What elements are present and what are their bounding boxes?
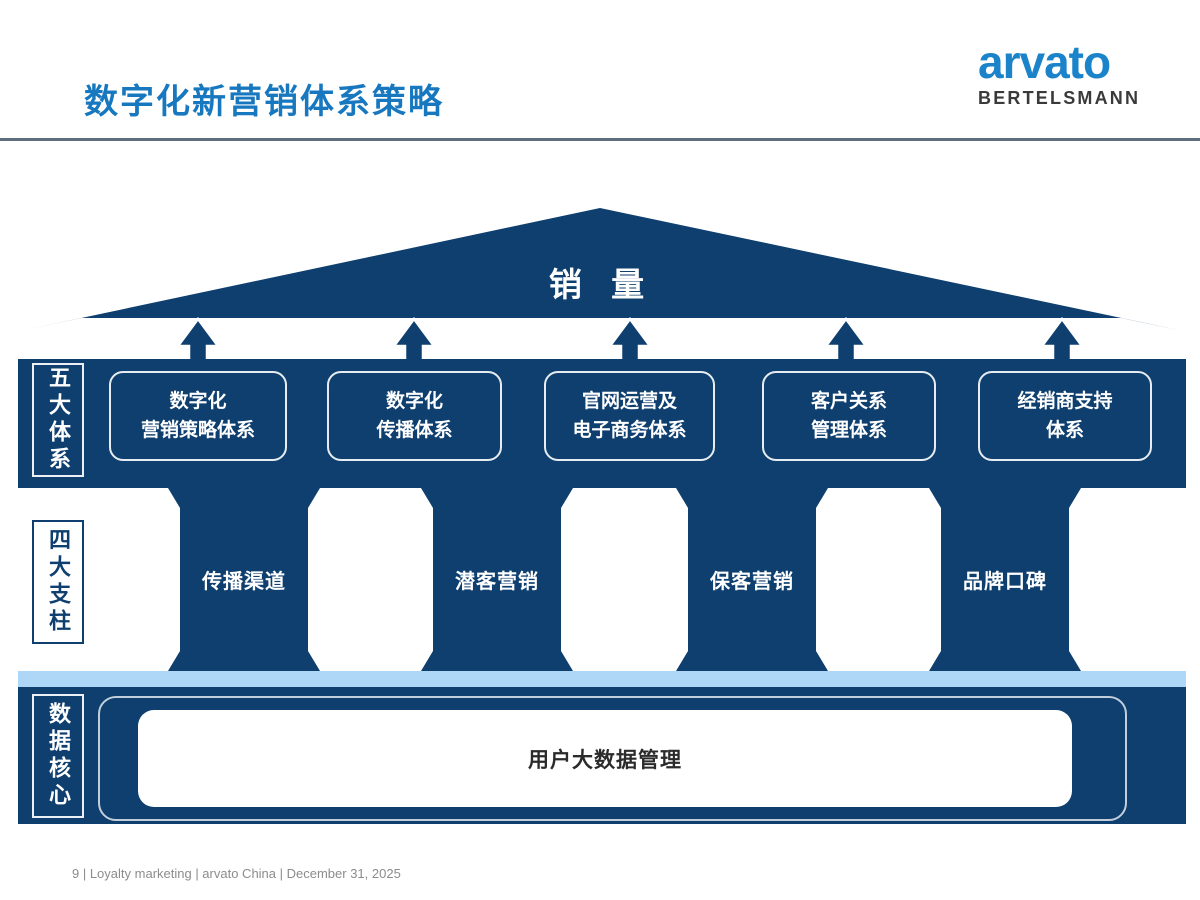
roof-label: 销 量 (548, 266, 655, 303)
system-box-line1: 官网运营及 (581, 390, 677, 412)
system-box-line2: 传播体系 (376, 420, 453, 441)
pillar-retention-marketing: 保客营销 (676, 488, 828, 671)
roof-triangle: 销 量 (20, 208, 1183, 331)
system-box-dealer-support: 经销商支持体系 (978, 371, 1152, 461)
row-label-pillars: 四大支柱 (32, 520, 84, 644)
pillar-communication-channel: 传播渠道 (168, 488, 320, 671)
logo-sub-brand-text: BERTELSMANN (978, 88, 1141, 108)
data-core-outline (98, 696, 1127, 821)
row-label-data-core: 数据核心 (32, 694, 84, 818)
footer-text: 9 | Loyalty marketing | arvato China | D… (72, 866, 401, 881)
system-box-line1: 数字化 (385, 390, 443, 412)
system-box-line2: 管理体系 (810, 420, 887, 441)
pillar-brand-reputation: 品牌口碑 (929, 488, 1081, 671)
header-divider (0, 138, 1200, 141)
system-box-communication: 数字化传播体系 (327, 371, 502, 461)
system-box-line2: 营销策略体系 (140, 420, 255, 441)
system-box-ecommerce: 官网运营及电子商务体系 (544, 371, 715, 461)
system-box-line1: 数字化 (169, 390, 227, 412)
system-box-marketing-strategy: 数字化营销策略体系 (109, 371, 287, 461)
logo-brand-text: arvato (978, 36, 1111, 88)
base-light-strip (18, 671, 1186, 687)
page-title: 数字化新营销体系策略 (84, 83, 444, 121)
system-box-line1: 经销商支持 (1017, 390, 1113, 412)
pillar-prospect-marketing: 潜客营销 (421, 488, 573, 671)
data-core-box: 用户大数据管理 (138, 710, 1072, 807)
row-label-systems: 五大体系 (32, 363, 84, 477)
system-box-line2: 体系 (1045, 420, 1084, 441)
system-box-line1: 客户关系 (810, 390, 887, 412)
system-box-line2: 电子商务体系 (572, 420, 687, 441)
system-box-crm: 客户关系管理体系 (762, 371, 936, 461)
company-logo: arvato BERTELSMANN (978, 38, 1148, 109)
